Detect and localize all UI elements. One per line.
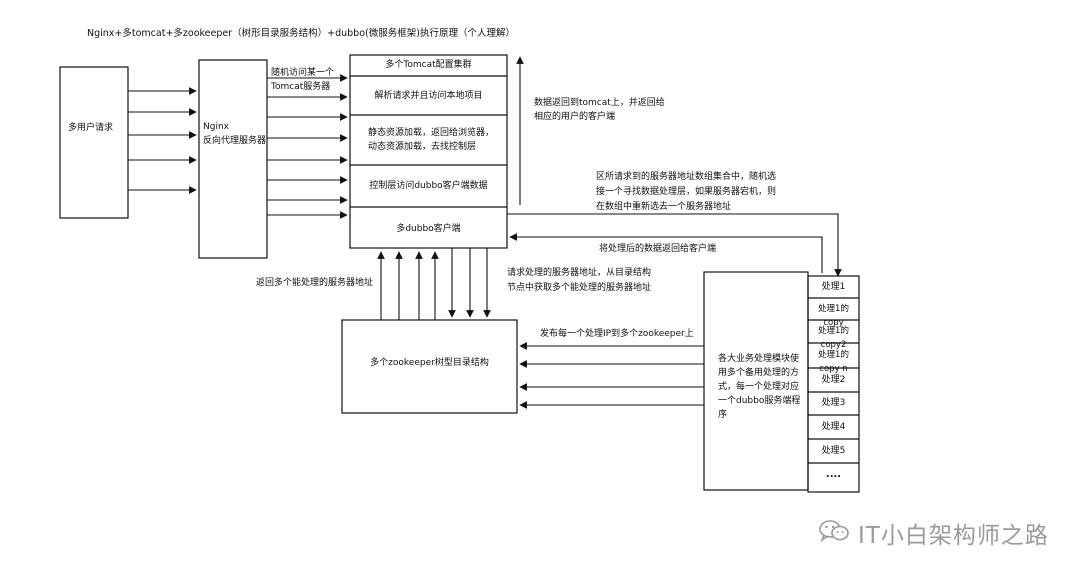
business-line-2: 用多个备用处理的方 (718, 368, 800, 378)
return-data-sublabel: 相应的用户的客户端 (534, 112, 616, 122)
nginx-sublabel: 反向代理服务器 (203, 136, 267, 146)
handler-4: 处理4 (821, 422, 846, 432)
tomcat-stack (349, 54, 508, 249)
watermark: IT小白架构师之路 (818, 516, 1049, 550)
users-label: 多用户请求 (68, 123, 114, 133)
select-server-label-1: 区所请求到的服务器地址数组集合中，随机选 (596, 172, 777, 182)
dubbo-to-handler-arrow (507, 213, 842, 277)
random-access-sublabel: Tomcat服务器 (271, 82, 331, 92)
publish-label: 发布每一个处理IP到多个zookeeper上 (540, 329, 694, 339)
tomcat-parse-label: 解析请求并且访问本地项目 (374, 91, 483, 101)
business-line-1: 各大业务处理模块使 (718, 354, 800, 364)
return-addresses-label: 返回多个能处理的服务器地址 (256, 278, 374, 288)
diagram-title: Nginx+多tomcat+多zookeeper（树形目录服务结构）+dubbo… (87, 28, 515, 39)
handler-1-copy: 处理1的copy (818, 304, 849, 328)
processed-return-label: 将处理后的数据返回给客户端 (599, 244, 717, 254)
users-to-nginx-arrows (128, 87, 197, 194)
handler-2: 处理2 (821, 375, 846, 385)
tomcat-controller-label: 控制层访问dubbo客户端数据 (369, 181, 488, 191)
select-server-label-2: 接一个寻找数据处理层，如果服务器宕机，则 (596, 187, 777, 197)
random-access-label: 随机访问某一个 (271, 68, 335, 78)
handler-more: .... (825, 469, 842, 480)
business-line-3: 式，每一个处理对应 (718, 382, 800, 392)
tomcat-cluster-label: 多个Tomcat配置集群 (385, 60, 472, 70)
watermark-text: IT小白架构师之路 (858, 523, 1049, 549)
nginx-to-tomcat-arrows (267, 74, 348, 219)
business-line-4: 一个dubbo服务端程 (718, 396, 801, 406)
tomcat-static-label: 静态资源加载，返回给浏览器， (368, 128, 495, 138)
handler-column (807, 275, 860, 493)
business-line-5: 序 (718, 410, 728, 420)
dubbo-to-zookeeper-arrows (448, 248, 491, 318)
handler-to-dubbo-arrow (509, 233, 823, 273)
business-to-zookeeper-arrows (519, 342, 704, 409)
nginx-box (198, 59, 268, 259)
users-box (59, 66, 129, 219)
request-address-sublabel: 节点中获取多个能处理的服务器地址 (507, 283, 652, 293)
zookeeper-box (341, 319, 518, 414)
zookeeper-label: 多个zookeeper树型目录结构 (370, 358, 489, 368)
dubbo-client-label: 多dubbo客户端 (396, 224, 461, 234)
handler-1-copy-n: 处理1的copy n (818, 350, 849, 374)
handler-1: 处理1 (821, 282, 846, 292)
select-server-label-3: 在数组中重新选去一个服务器地址 (596, 202, 732, 212)
handler-3: 处理3 (821, 398, 846, 408)
return-data-label: 数据返回到tomcat上，并返回给 (534, 98, 665, 108)
tomcat-dynamic-label: 动态资源加载，去找控制层 (368, 142, 477, 152)
zookeeper-to-dubbo-arrows (377, 251, 439, 320)
request-address-label: 请求处理的服务器地址，从目录结构 (507, 268, 652, 278)
nginx-label: Nginx (203, 122, 229, 132)
handler-1-copy2: 处理1的copy2 (818, 326, 849, 350)
wechat-icon (818, 518, 850, 548)
handler-5: 处理5 (821, 446, 846, 456)
